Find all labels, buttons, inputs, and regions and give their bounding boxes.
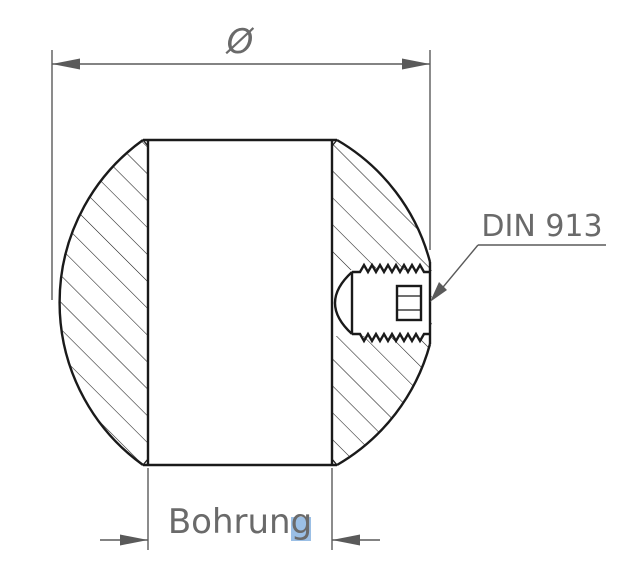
- bore-chamfer-top-left: [142, 139, 149, 147]
- arrow-head-left: [52, 58, 80, 70]
- set-screw: [333, 262, 432, 344]
- diameter-dimension: Ø: [51, 22, 431, 300]
- fastener-callout: DIN 913: [430, 209, 606, 302]
- diameter-symbol: Ø: [225, 22, 255, 62]
- bore-chamfer-bottom-right: [331, 458, 338, 466]
- text-cursor-marker: [291, 517, 311, 541]
- thread-top: [352, 262, 430, 275]
- sphere-body: [58, 138, 432, 467]
- bore-arrow-right: [332, 534, 360, 546]
- bore-arrow-left: [120, 534, 148, 546]
- bore-dimension: Bohrung: [100, 468, 380, 550]
- leader-arrow: [430, 282, 447, 302]
- drill-tip: [333, 271, 353, 335]
- sphere-outline-left: [58, 139, 144, 466]
- hex-socket: [395, 284, 423, 322]
- bore-label: Bohrung: [168, 502, 312, 542]
- thread-bottom: [352, 331, 430, 344]
- arrow-head-right: [402, 58, 430, 70]
- sphere-outline-right-lower: [336, 343, 432, 467]
- sphere-outline-right: [336, 138, 432, 263]
- bore-chamfer-top-right: [331, 139, 338, 147]
- right-section-hatch: [332, 140, 432, 465]
- fastener-label: DIN 913: [481, 209, 602, 244]
- left-section-hatch: [59, 140, 148, 465]
- bore-chamfer-bottom-left: [142, 458, 149, 466]
